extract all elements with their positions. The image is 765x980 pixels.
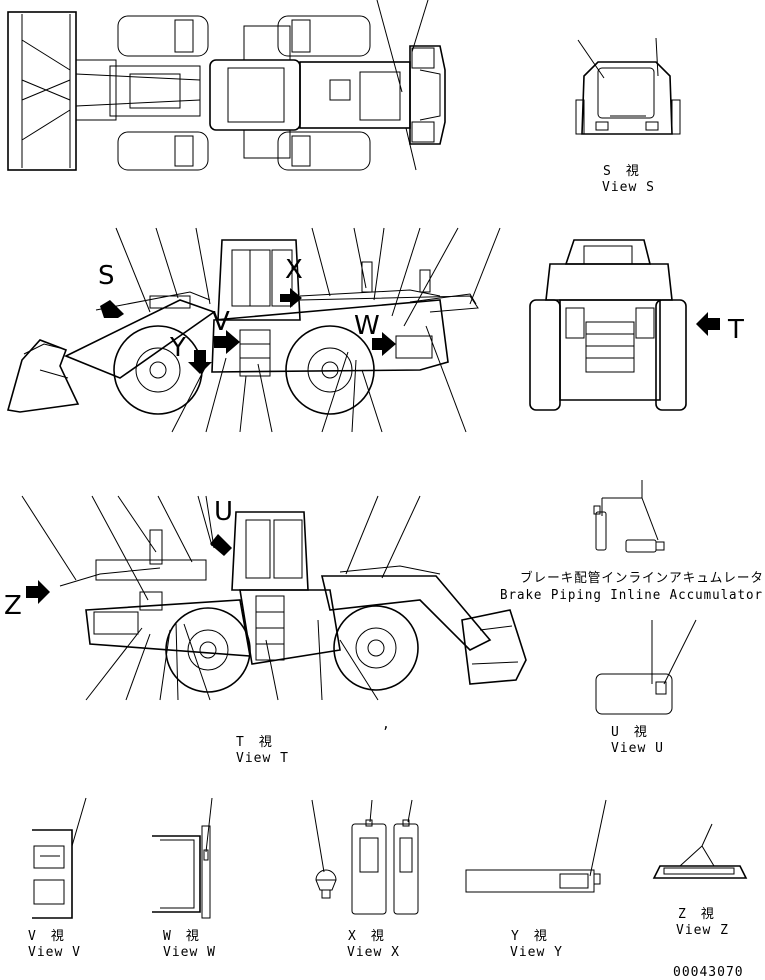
view-z-title-en: View Z xyxy=(676,923,729,938)
view-z-title-jp: Z 視 xyxy=(678,907,715,922)
view-s-title-en: View S xyxy=(602,180,655,195)
arrow-icon xyxy=(210,534,232,556)
view-y: Y 視 View Y xyxy=(465,799,607,960)
view-s-cab: S 視 View S xyxy=(575,37,681,195)
arrow-icon xyxy=(280,288,302,308)
label-u: U xyxy=(214,497,233,527)
view-t-title-en: View T xyxy=(236,751,289,766)
view-w-title-jp: W 視 xyxy=(163,929,200,944)
arrow-icon xyxy=(214,330,240,354)
label-s: S xyxy=(98,261,115,291)
side-view-right: Z U , T 視 View T xyxy=(4,495,527,766)
view-x-title-en: View X xyxy=(347,945,400,960)
top-view-loader xyxy=(7,0,446,171)
view-w: W 視 View W xyxy=(152,797,216,960)
label-y: Y xyxy=(169,333,186,363)
accumulator-label-jp: ブレーキ配管インラインアキュムレータ xyxy=(520,570,764,586)
view-v-title-jp: V 視 xyxy=(28,929,65,944)
drawing-number: 00043070 xyxy=(673,965,744,980)
label-t: T xyxy=(727,315,744,345)
view-t-title-jp: T 視 xyxy=(236,735,273,750)
arrow-icon xyxy=(696,312,720,336)
view-x-title-jp: X 視 xyxy=(348,929,385,944)
view-u-title-jp: U 視 xyxy=(611,725,648,740)
arrow-icon xyxy=(26,580,50,604)
accumulator-label-en: Brake Piping Inline Accumulator xyxy=(500,588,763,603)
view-y-title-en: View Y xyxy=(510,945,563,960)
label-v: V xyxy=(212,307,230,337)
rear-view: T xyxy=(529,239,744,411)
label-x: X xyxy=(285,255,303,285)
arrow-icon xyxy=(372,332,396,356)
view-y-title-jp: Y 視 xyxy=(511,929,548,944)
view-u: U 視 View U xyxy=(595,619,697,756)
side-view-left: S Y V X W xyxy=(6,227,501,433)
label-w: W xyxy=(354,311,380,341)
arrow-icon xyxy=(100,300,124,318)
view-v-title-en: View V xyxy=(28,945,81,960)
arrow-icon xyxy=(188,350,212,374)
label-z: Z xyxy=(4,591,22,621)
view-s-title-jp: S 視 xyxy=(603,164,640,179)
view-u-title-en: View U xyxy=(611,741,664,756)
view-v: V 視 View V xyxy=(28,797,87,960)
view-z: Z 視 View Z xyxy=(652,823,748,938)
stray-mark: , xyxy=(382,717,391,732)
accumulator-detail: ブレーキ配管インラインアキュムレータ Brake Piping Inline A… xyxy=(500,480,764,603)
view-w-title-en: View W xyxy=(163,945,216,960)
view-x: X 視 View X xyxy=(311,799,419,960)
